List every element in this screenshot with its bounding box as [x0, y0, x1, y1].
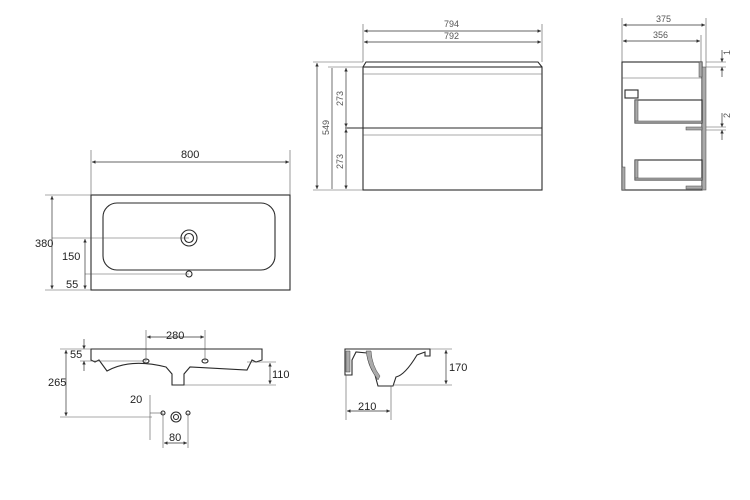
basin-plan-view: 800 380 150 55 — [35, 149, 291, 291]
dim-drawer-lower: 273 — [335, 154, 345, 169]
dim-total-height: 265 — [48, 377, 66, 389]
dim-plan-depth: 380 — [35, 238, 53, 250]
dim-side-body-depth: 356 — [653, 30, 668, 40]
basin-section-view: 170 210 — [344, 348, 467, 420]
dim-section-depth: 210 — [358, 401, 376, 413]
dim-drain-offset: 150 — [62, 251, 80, 263]
dim-cabinet-body-width: 792 — [444, 31, 459, 41]
basin-front-view: 280 55 265 110 20 80 — [48, 330, 290, 448]
dim-tap-offset: 55 — [66, 279, 78, 291]
dim-cabinet-height: 549 — [321, 120, 331, 135]
dim-hole-pair-spacing: 80 — [169, 432, 181, 444]
dim-section-height: 170 — [449, 362, 467, 374]
dim-hole-offset: 20 — [130, 394, 142, 406]
dim-drawer-gap: 2 — [722, 113, 732, 118]
dim-drawer-upper: 273 — [335, 91, 345, 106]
cabinet-front-view: 794 792 549 273 273 — [313, 19, 543, 191]
cabinet-side-view: 375 356 1 2 — [621, 14, 732, 191]
dim-hole-spacing: 280 — [166, 330, 184, 342]
dim-rim-height: 55 — [70, 349, 82, 361]
dim-bowl-depth: 110 — [272, 369, 290, 381]
dim-plan-width: 800 — [181, 149, 199, 161]
dim-side-overall-depth: 375 — [656, 14, 671, 24]
dim-cabinet-overall-width: 794 — [444, 19, 459, 29]
dim-top-gap: 1 — [722, 50, 732, 55]
